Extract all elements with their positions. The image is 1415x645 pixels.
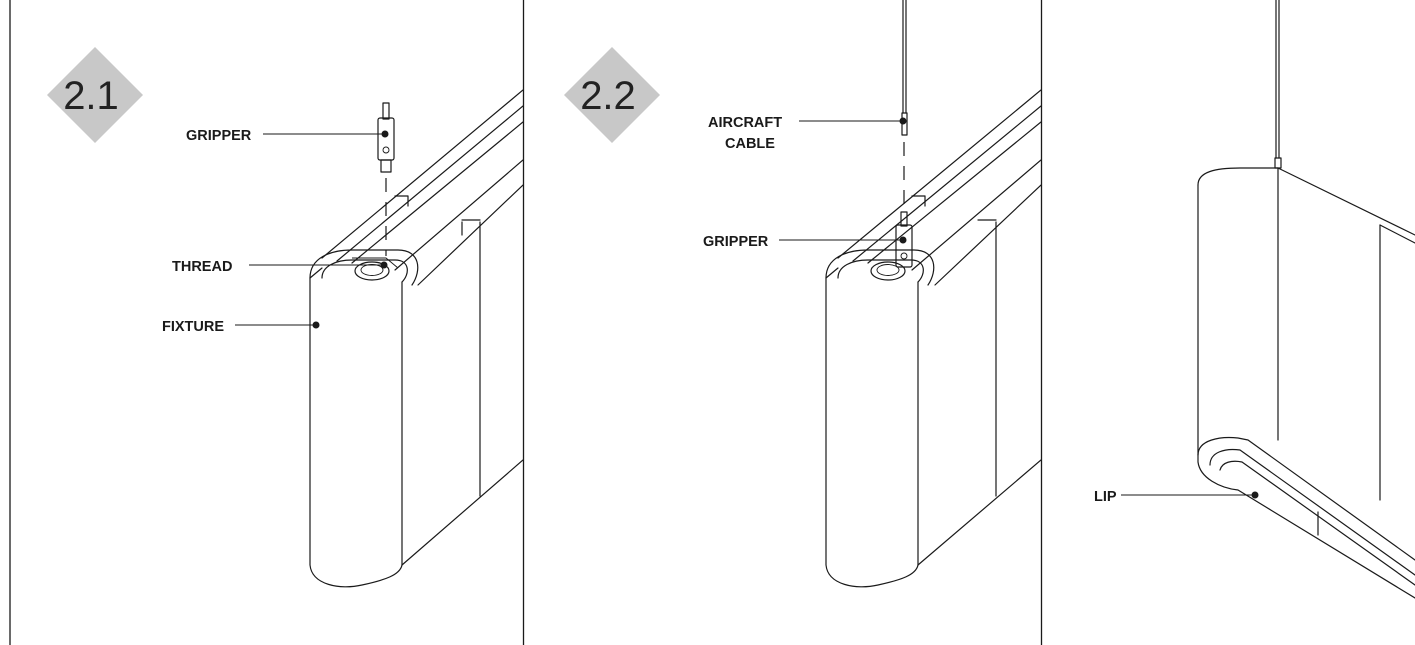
gripper-part	[377, 102, 395, 173]
label-aircraft: AIRCRAFT	[708, 115, 782, 131]
step-number-2-2: 2.2	[580, 74, 636, 118]
panel-borders	[9, 0, 1043, 645]
panel-hanging-fixture: LIP	[1094, 0, 1415, 599]
fixture-drawing	[309, 89, 523, 588]
step-badge-2-1: 2.1	[47, 47, 143, 143]
panel-step-2-1: GRIPPER THREAD FIXTURE 2.1	[47, 47, 523, 588]
label-gripper-2-1: GRIPPER	[186, 128, 252, 144]
label-thread: THREAD	[172, 259, 232, 275]
fixture-drawing-3	[1197, 0, 1415, 599]
label-lip: LIP	[1094, 489, 1117, 505]
leaders-2-2	[779, 117, 907, 244]
leaders-3	[1121, 491, 1259, 499]
label-gripper-2-2: GRIPPER	[703, 234, 769, 250]
aircraft-cable	[901, 0, 908, 136]
step-badge-2-2: 2.2	[564, 47, 660, 143]
step-number-2-1: 2.1	[63, 74, 119, 118]
leaders-2-1	[235, 130, 389, 329]
panel-step-2-2: AIRCRAFT CABLE GRIPPER 2.2	[564, 0, 1041, 588]
gripper-installed	[895, 211, 913, 268]
fixture-drawing-2	[825, 89, 1041, 588]
label-cable: CABLE	[725, 136, 775, 152]
label-fixture: FIXTURE	[162, 319, 224, 335]
